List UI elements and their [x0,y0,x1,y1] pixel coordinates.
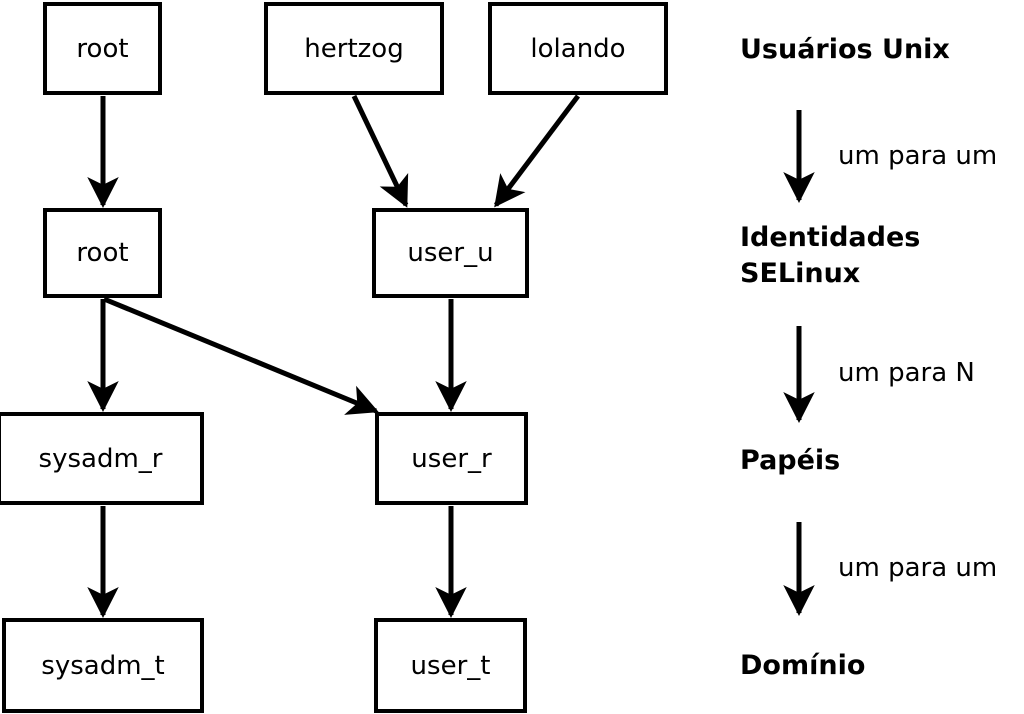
rel-um-para-um-1: um para um [838,141,998,171]
rel-um-para-n: um para N [838,358,975,388]
edge-hertzog-to-user_u [351,94,409,208]
node-user_r: user_r [375,412,528,505]
node-se-root: root [43,208,162,298]
node-sysadm_r: sysadm_r [0,412,204,505]
node-sysadm_t: sysadm_t [2,618,204,713]
node-lolando: lolando [488,2,668,95]
edge-se-root-to-user_r [103,296,379,415]
rel-um-para-um-2: um para um [838,553,998,583]
edge-lolando-to-user_u [494,94,580,208]
node-unix-root: root [43,2,162,95]
node-user_t: user_t [374,618,527,713]
stage-label-usuarios-unix: Usuários Unix [740,34,950,65]
stage-label-papeis: Papéis [740,445,841,476]
node-hertzog: hertzog [264,2,444,95]
stage-label-identidades: Identidades SELinux [740,222,921,289]
stage-label-dominio: Domínio [740,650,866,681]
node-user_u: user_u [372,208,529,298]
